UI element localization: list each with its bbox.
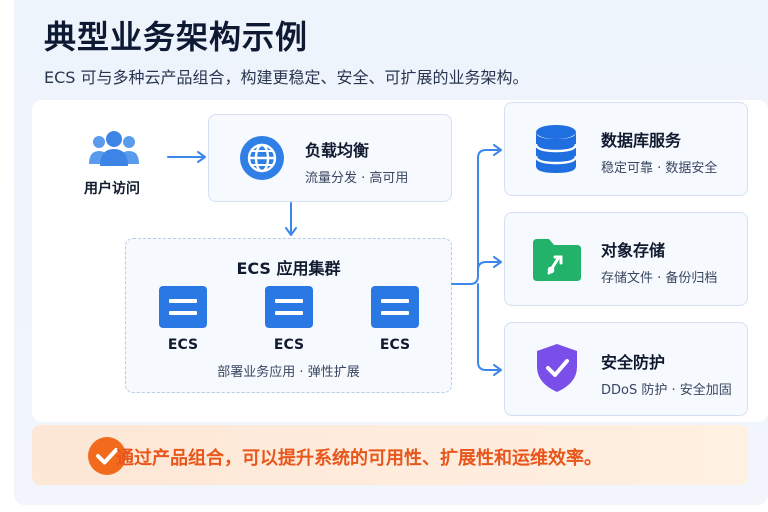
service-title-security: 安全防护 [601, 353, 666, 372]
server-icon [371, 286, 419, 328]
service-card-security: 安全防护 DDoS 防护 · 安全加固 [504, 322, 748, 416]
service-subtitle-database: 稳定可靠 · 数据安全 [601, 161, 718, 176]
cluster-subtitle: 部署业务应用 · 弹性扩展 [217, 365, 360, 380]
user-access-label: 用户访问 [84, 181, 140, 197]
shield-icon [537, 344, 577, 392]
load-balancer-title: 负载均衡 [305, 141, 370, 160]
check-circle-icon [88, 437, 126, 475]
service-card-database: 数据库服务 稳定可靠 · 数据安全 [504, 102, 748, 196]
summary-text: 通过产品组合，可以提升系统的可用性、扩展性和运维效率。 [116, 448, 602, 469]
globe-icon [240, 136, 284, 180]
folder-icon [533, 239, 581, 281]
service-title-storage: 对象存储 [601, 241, 666, 260]
server-icon [159, 286, 207, 328]
service-card-storage: 对象存储 存储文件 · 备份归档 [504, 212, 748, 306]
load-balancer-subtitle: 流量分发 · 高可用 [305, 171, 409, 186]
database-icon [535, 125, 577, 173]
server-icon [265, 286, 313, 328]
summary-callout [32, 425, 748, 485]
cluster-title: ECS 应用集群 [236, 259, 341, 278]
service-subtitle-storage: 存储文件 · 备份归档 [601, 271, 718, 286]
load-balancer-card: 负载均衡 流量分发 · 高可用 [208, 114, 452, 202]
users-icon [89, 131, 139, 166]
service-subtitle-security: DDoS 防护 · 安全加固 [601, 383, 732, 398]
page-subtitle: ECS 可与多种云产品组合，构建更稳定、安全、可扩展的业务架构。 [44, 68, 529, 87]
service-title-database: 数据库服务 [601, 131, 682, 150]
page-title: 典型业务架构示例 [44, 18, 309, 56]
ecs-node-label: ECS [273, 337, 305, 353]
ecs-node-label: ECS [379, 337, 411, 353]
ecs-node-label: ECS [167, 337, 199, 353]
